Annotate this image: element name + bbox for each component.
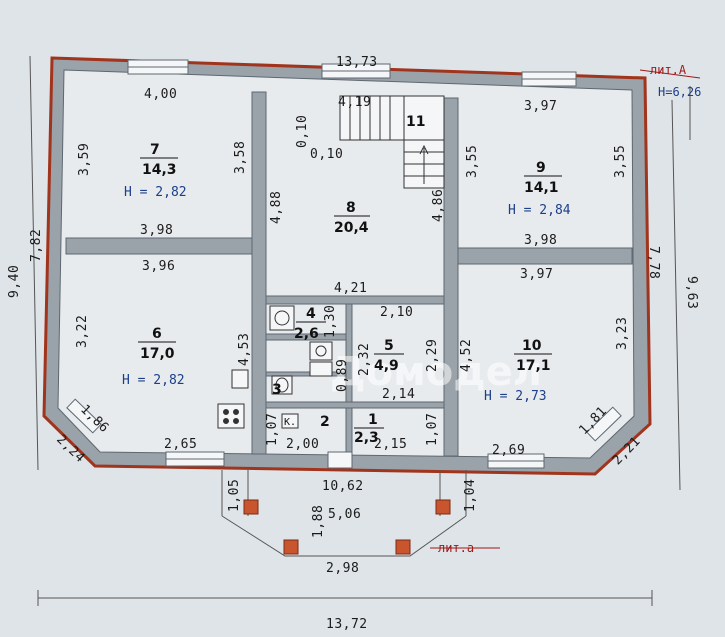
room-5-area: 4,9 [374,358,399,374]
room-4-area: 2,6 [294,326,319,342]
room-5-number: 5 [384,338,394,354]
dim-r6-bottom: 2,65 [164,437,197,452]
dim-r8-left: 4,88 [269,191,284,224]
room-1-area: 2,3 [354,430,379,446]
dim-r9-left: 3,55 [465,145,480,178]
dim-r8-bottom: 4,21 [334,281,367,296]
dim-r8-stair-top: 4,19 [338,95,371,110]
dim-r6-top: 3,96 [142,259,175,274]
dim-r1-right: 1,07 [425,413,440,446]
dim-r7-bottom: 3,98 [140,223,173,238]
dim-porch-bottom: 2,98 [326,561,359,576]
watermark-text: Домодел [330,349,542,395]
dim-r10-top: 3,97 [520,267,553,282]
room-6-height: Н = 2,82 [122,373,185,388]
room-4-number: 4 [306,306,316,322]
room-1-number: 1 [368,412,378,428]
room-2-number: 2 [320,414,330,430]
room-9-number: 9 [536,160,546,176]
room-7-area: 14,3 [142,162,177,178]
dim-r3-left: 1,07 [265,413,280,446]
room-8-number: 8 [346,200,356,216]
room-6-area: 17,0 [140,346,175,362]
dim-r9-right: 3,55 [613,145,628,178]
dim-r9-top: 3,97 [524,99,557,114]
dim-r8-right: 4,86 [431,189,446,222]
dim-porch-top: 10,62 [322,479,364,494]
dim-left-inner: 7,82 [29,229,44,262]
staircase [339,95,445,189]
dim-r3-small: 0,89 [335,359,350,392]
plumbing-fixtures [217,305,333,429]
room-7-number: 7 [150,142,160,158]
room-8-area: 20,4 [334,220,369,236]
dim-r6-right: 4,53 [237,333,252,366]
dim-r9-bottom: 3,98 [524,233,557,248]
room-3-number: 3 [272,382,282,398]
dim-top-overall: 13,73 [336,55,378,70]
kitchen-mark: К. [284,417,296,428]
room-10-area: 17,1 [516,358,551,374]
porch-columns [243,499,451,555]
dim-r4-right: 1,30 [323,305,338,338]
dim-r2-bottom: 2,00 [286,437,319,452]
kitchen-box [281,413,299,429]
dim-r5-bottom: 2,14 [382,387,415,402]
room-6-number: 6 [152,326,162,342]
dimension-labels: 13,73 13,72 9,40 7,82 9,63 7,78 4,00 3,5… [7,55,699,632]
room-9-area: 14,1 [524,180,559,196]
dim-porch-depth: 1,88 [311,505,326,538]
dim-r5-left: 2,32 [357,343,372,376]
dim-left-overall: 9,40 [7,265,22,298]
dim-r7-top: 4,00 [144,87,177,102]
dim-porch-width: 5,06 [328,507,361,522]
room-7-height: Н = 2,82 [124,185,187,200]
dim-bottom-overall: 13,72 [326,617,368,632]
dim-r10-left: 4,52 [459,339,474,372]
lit-a-label: лит.А [650,63,687,77]
dim-r5-top: 2,10 [380,305,413,320]
windows [66,59,622,469]
dim-r5-right: 2,29 [425,339,440,372]
dim-r1-bottom: 2,15 [374,437,407,452]
room-11-number: 11 [406,114,425,130]
dim-right-overall: 9,63 [684,276,699,309]
dim-porch-left: 1,05 [227,479,242,512]
room-10-number: 10 [522,338,542,354]
dim-r10-bottom: 2,69 [492,443,525,458]
interior-walls [65,91,633,457]
dimension-lines [29,55,701,606]
dim-r8-small-a: 0,10 [295,115,310,148]
dim-r6-left: 3,22 [75,315,90,348]
lit-a-porch-label: лит.а [438,541,474,555]
outer-walls [42,56,652,476]
dim-porch-right: 1,04 [463,479,478,512]
dim-r8-small-b: 0,10 [310,147,343,162]
dim-right-inner: 7,78 [646,246,661,279]
dim-r7-left: 3,59 [77,143,92,176]
room-10-height: Н = 2,73 [484,389,547,404]
building-height-label: Н=6,26 [658,85,701,99]
entrance-door [327,451,353,469]
dim-r7-right: 3,58 [233,141,248,174]
dim-r10-right: 3,23 [615,317,630,350]
room-9-height: Н = 2,84 [508,203,571,218]
